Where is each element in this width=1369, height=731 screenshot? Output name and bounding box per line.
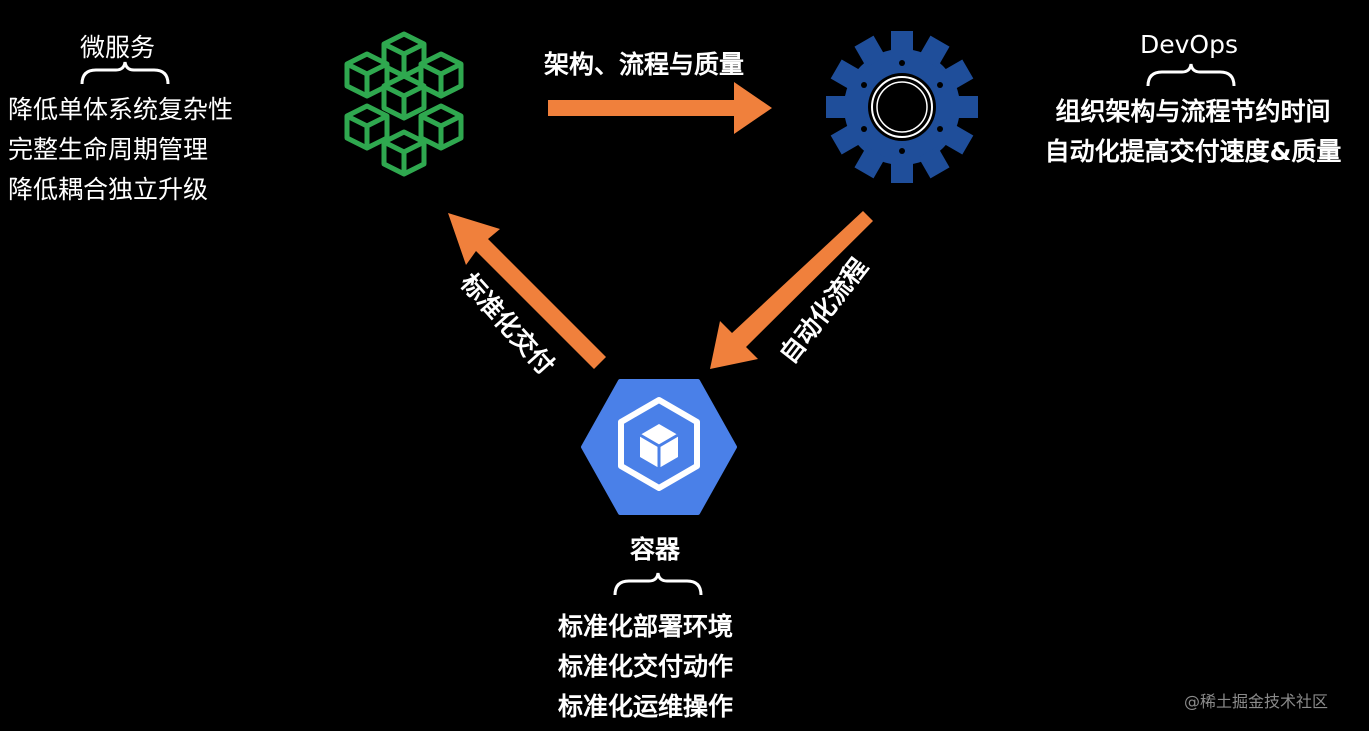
microservices-line: 降低耦合独立升级 <box>8 175 209 204</box>
containers-lines: 标准化部署环境 标准化交付动作 标准化运维操作 <box>558 607 733 727</box>
arrow-top <box>548 82 772 134</box>
devops-lines: 组织架构与流程节约时间 自动化提高交付速度&质量 <box>1028 92 1358 172</box>
containers-line: 标准化交付动作 <box>558 652 734 681</box>
microservices-line: 降低单体系统复杂性 <box>8 95 234 124</box>
cubes-icon <box>337 30 472 185</box>
arrow-label-top: 架构、流程与质量 <box>544 50 745 79</box>
devops-title: DevOps <box>1140 30 1238 59</box>
devops-brace <box>1146 63 1236 87</box>
watermark: @稀土掘金技术社区 <box>1184 692 1329 711</box>
containers-line: 标准化部署环境 <box>558 612 734 641</box>
microservices-title: 微服务 <box>80 33 156 62</box>
devops-line: 组织架构与流程节约时间 <box>1055 97 1331 126</box>
containers-title: 容器 <box>630 535 681 564</box>
arrow-left <box>448 213 606 369</box>
containers-line: 标准化运维操作 <box>558 692 734 721</box>
devops-line: 自动化提高交付速度&质量 <box>1044 137 1342 166</box>
gear-icon <box>826 31 978 183</box>
arrow-right <box>710 211 873 369</box>
microservices-brace <box>80 61 170 85</box>
kubernetes-engine-icon <box>581 379 737 515</box>
microservices-line: 完整生命周期管理 <box>8 135 209 164</box>
microservices-lines: 降低单体系统复杂性 完整生命周期管理 降低耦合独立升级 <box>8 90 233 210</box>
containers-brace <box>613 572 703 596</box>
